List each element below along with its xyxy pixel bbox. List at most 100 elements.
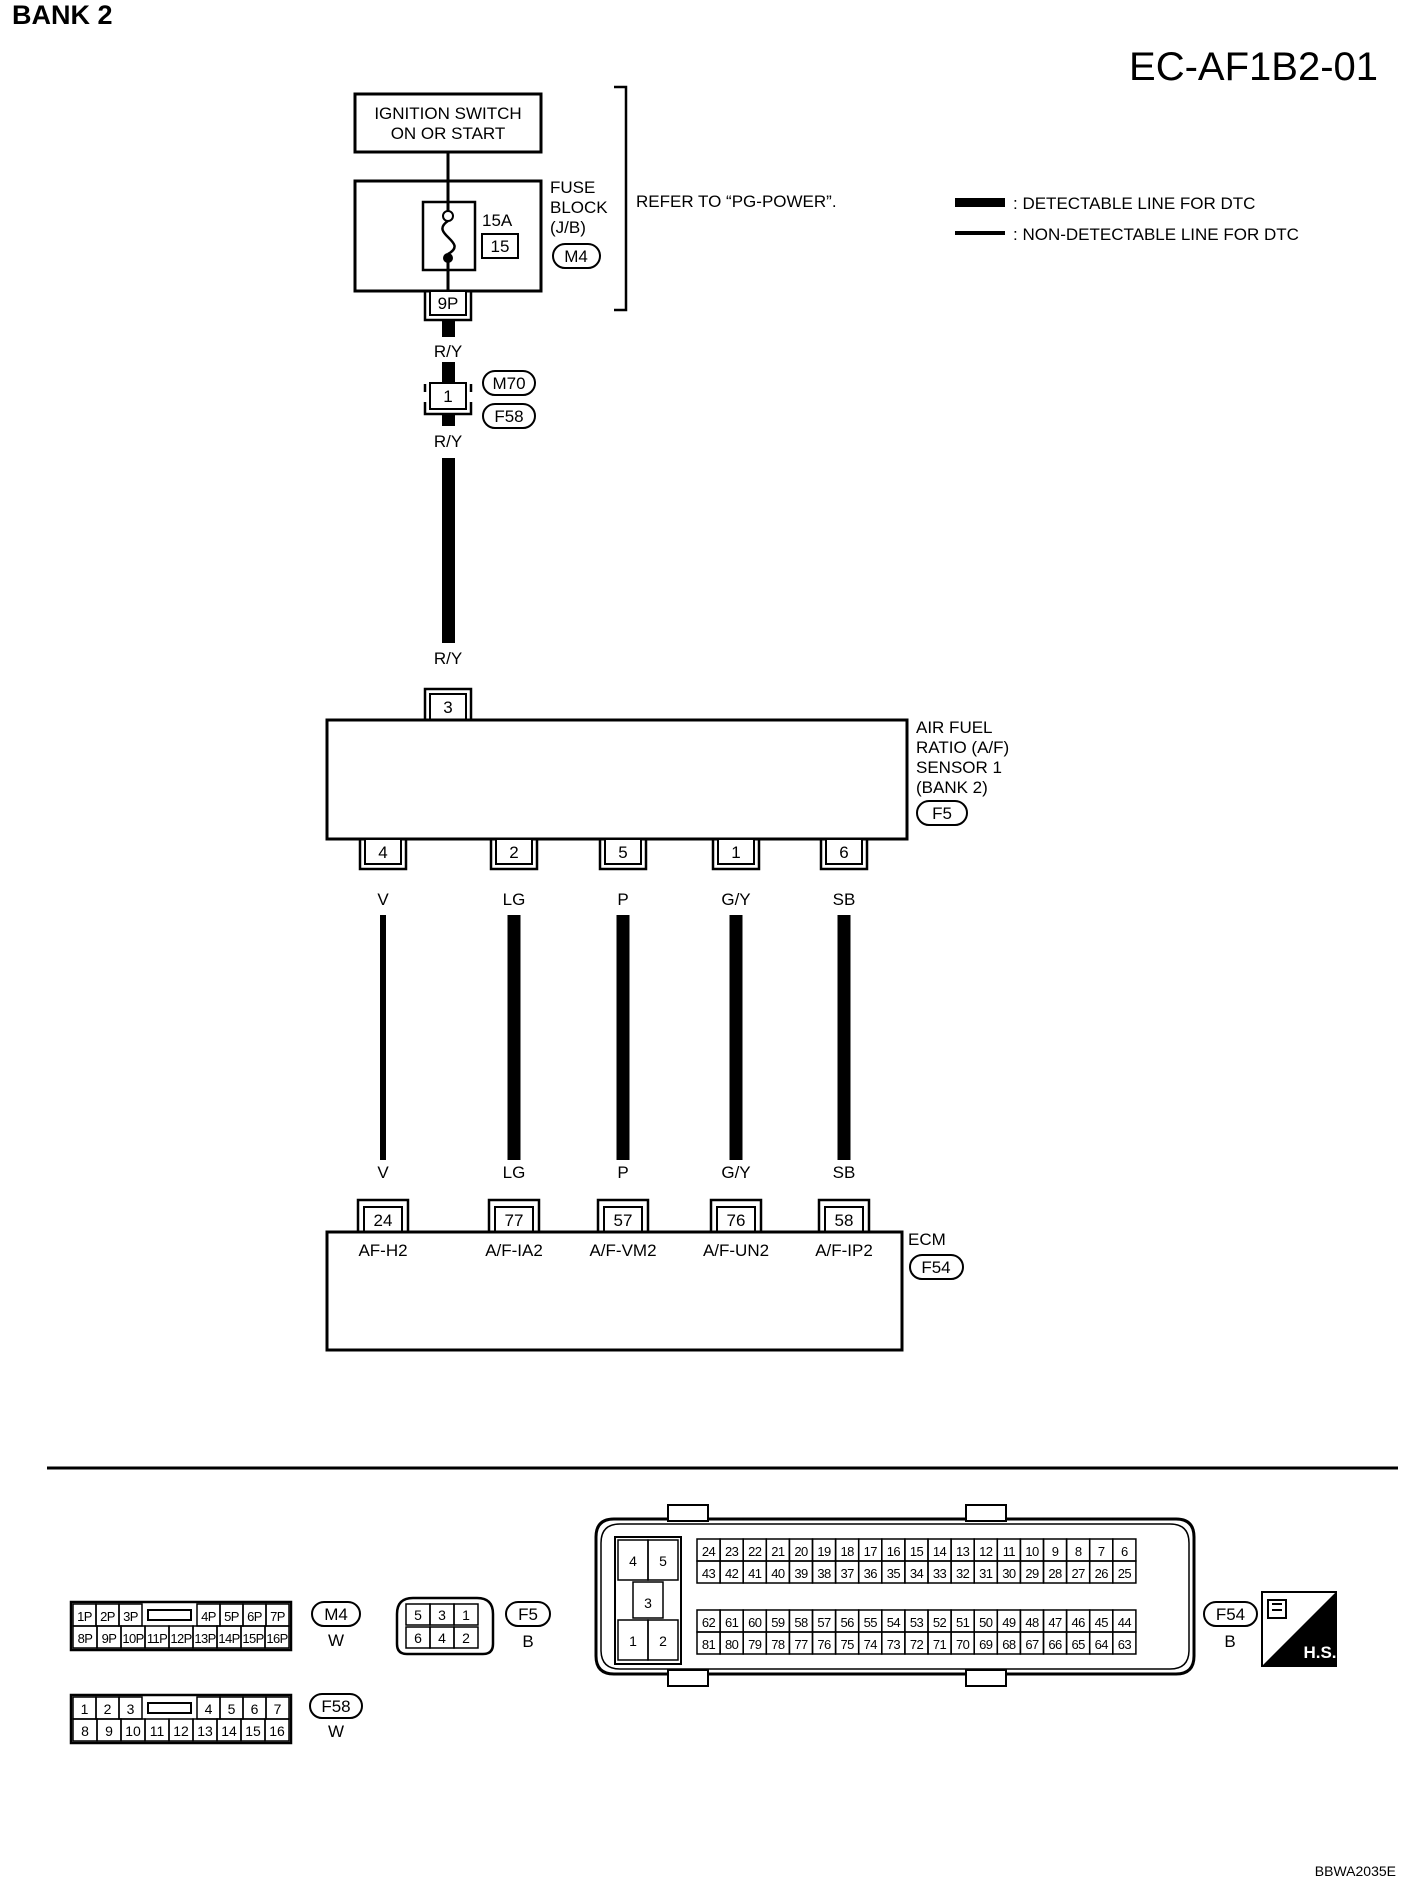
connector-f54-row2-pin: 37 [841, 1566, 855, 1581]
connector-f54-row3-pin: 48 [1025, 1615, 1039, 1630]
signal-4-sensor-pin-box [717, 838, 755, 865]
fuse-block-label-1: FUSE [550, 178, 595, 197]
connector-m4-lock-icon [147, 1609, 192, 1621]
connector-f54-row4-pin: 76 [817, 1637, 831, 1652]
connector-f54-row1-pin: 15 [910, 1544, 924, 1559]
connector-f5-bottom-pin: 6 [414, 1630, 422, 1646]
sensor-top-terminal-label: 3 [443, 698, 452, 717]
connector-f58-bottom-cell [264, 1718, 290, 1742]
fuse-rating: 15A [482, 211, 513, 230]
connector-f54-row1-pin: 18 [841, 1544, 855, 1559]
connector-f54-row4-pin: 71 [933, 1637, 947, 1652]
connector-face-icon [1267, 1599, 1287, 1619]
wire-ry-segment-3 [442, 414, 455, 426]
connector-f54-latch [667, 1504, 709, 1522]
signal-2-ecm-clip [487, 1198, 541, 1232]
signal-3-ecm-pin-box [603, 1206, 643, 1233]
signal-1-color-bottom: V [377, 1163, 389, 1182]
connector-m4-bottom-pin: 16P [266, 1631, 287, 1646]
connector-m4-top-pin: 5P [224, 1609, 239, 1624]
connector-f54-row2-pin: 28 [1048, 1566, 1062, 1581]
connector-f54-row3-pin: 44 [1118, 1615, 1132, 1630]
af-sensor-label-2: RATIO (A/F) [916, 738, 1009, 757]
connector-f54-row2-cell [1112, 1560, 1137, 1584]
fuse-block-label-2: BLOCK [550, 198, 608, 217]
connector-f5-top-cell [453, 1603, 479, 1626]
connector-f54-row4-pin: 79 [748, 1637, 762, 1652]
connector-f58-lock-icon [147, 1702, 192, 1714]
connector-f54-row1-pin: 21 [771, 1544, 785, 1559]
connector-f54-row3-pin: 59 [771, 1615, 785, 1630]
terminal-9p-box [429, 290, 467, 316]
signal-1-ecm-function: AF-H2 [358, 1241, 407, 1260]
signal-2-color-bottom: LG [503, 1163, 526, 1182]
bank-title: BANK 2 [12, 0, 113, 30]
signal-5-sensor-pin-box [825, 838, 863, 865]
connector-f54-row3-pin: 56 [841, 1615, 855, 1630]
connector-f54-left-block [614, 1536, 682, 1665]
legend-non-detectable-text: : NON-DETECTABLE LINE FOR DTC [1013, 225, 1299, 244]
connector-f5-bottom-cell [453, 1626, 479, 1649]
connector-f54-left-pin: 4 [629, 1553, 637, 1569]
wire-ry-label-3: R/Y [434, 649, 462, 668]
fuse-terminal-top [442, 210, 454, 222]
connector-m4-top-pin: 6P [247, 1609, 262, 1624]
connector-f54-row3-pin: 54 [887, 1615, 901, 1630]
joint-connector-id-b: F58 [494, 407, 523, 426]
connector-f54-latch [667, 1669, 709, 1687]
connector-f54-row2-pin: 33 [933, 1566, 947, 1581]
signal-4-ecm-pin: 76 [727, 1211, 746, 1230]
signal-3-ecm-function: A/F-VM2 [589, 1241, 656, 1260]
connector-f5-badge [505, 1601, 551, 1627]
connector-f54-row3-pin: 45 [1095, 1615, 1109, 1630]
wire-ry-label-2: R/Y [434, 432, 462, 451]
signal-3-sensor-pin: 5 [618, 843, 627, 862]
joint-connector-badge-b [482, 403, 536, 429]
connector-f58-bottom-pin: 13 [197, 1723, 213, 1739]
connector-f5-bottom-pin: 4 [438, 1630, 446, 1646]
connector-m4-color: W [328, 1631, 344, 1650]
connector-f58-color: W [328, 1722, 344, 1741]
connector-m4-bottom-pin: 9P [102, 1631, 117, 1646]
connector-f5-top-pin: 1 [462, 1607, 470, 1623]
signal-1-ecm-pin-box [363, 1206, 403, 1233]
fuse-number-box [481, 233, 519, 259]
connector-f54-row4-pin: 66 [1048, 1637, 1062, 1652]
connector-f54-row4-pin: 70 [956, 1637, 970, 1652]
wire-ry-segment-2 [442, 362, 455, 384]
signal-5-color-bottom: SB [833, 1163, 856, 1182]
signal-5-ecm-function: A/F-IP2 [815, 1241, 873, 1260]
signal-4-ecm-clip [709, 1198, 763, 1232]
connector-f58-top-pin: 3 [127, 1701, 135, 1717]
ecm-box [325, 1230, 904, 1352]
joint-clip-top [423, 384, 473, 392]
connector-f54-row2-pin: 25 [1118, 1566, 1132, 1581]
connector-f5-top-pin: 3 [438, 1607, 446, 1623]
signal-3-color-bottom: P [617, 1163, 628, 1182]
signal-2-wire [507, 915, 521, 1160]
connector-f58-bottom-pin: 9 [105, 1723, 113, 1739]
terminal-9p-label: 9P [438, 294, 459, 313]
connector-f54-row4-pin: 63 [1118, 1637, 1132, 1652]
connector-f54-row1-pin: 17 [864, 1544, 878, 1559]
connector-f54-row4-pin: 74 [864, 1637, 878, 1652]
signal-5-sensor-clip [819, 839, 869, 871]
connector-m4-bottom-pin: 14P [218, 1631, 239, 1646]
connector-f5-top-pin: 5 [414, 1607, 422, 1623]
legend-detectable-swatch [955, 198, 1005, 207]
af-sensor-label-4: (BANK 2) [916, 778, 988, 797]
hs-badge-label: H.S. [1303, 1643, 1336, 1662]
connector-f54-badge [1203, 1601, 1258, 1627]
fuse-block-label-3: (J/B) [550, 218, 586, 237]
fuse-connector-id: M4 [564, 247, 588, 266]
joint-connector-id-a: M70 [492, 374, 525, 393]
connector-m4-top-pin: 4P [201, 1609, 216, 1624]
connector-f54-row3-pin: 47 [1048, 1615, 1062, 1630]
connector-f5-housing [395, 1596, 495, 1656]
connector-f54-left-pin: 3 [644, 1595, 652, 1611]
signal-5-wire [837, 915, 851, 1160]
wire-ry-segment-4 [442, 458, 455, 643]
connector-f54-row4-pin: 65 [1072, 1637, 1086, 1652]
signal-2-color-top: LG [503, 890, 526, 909]
